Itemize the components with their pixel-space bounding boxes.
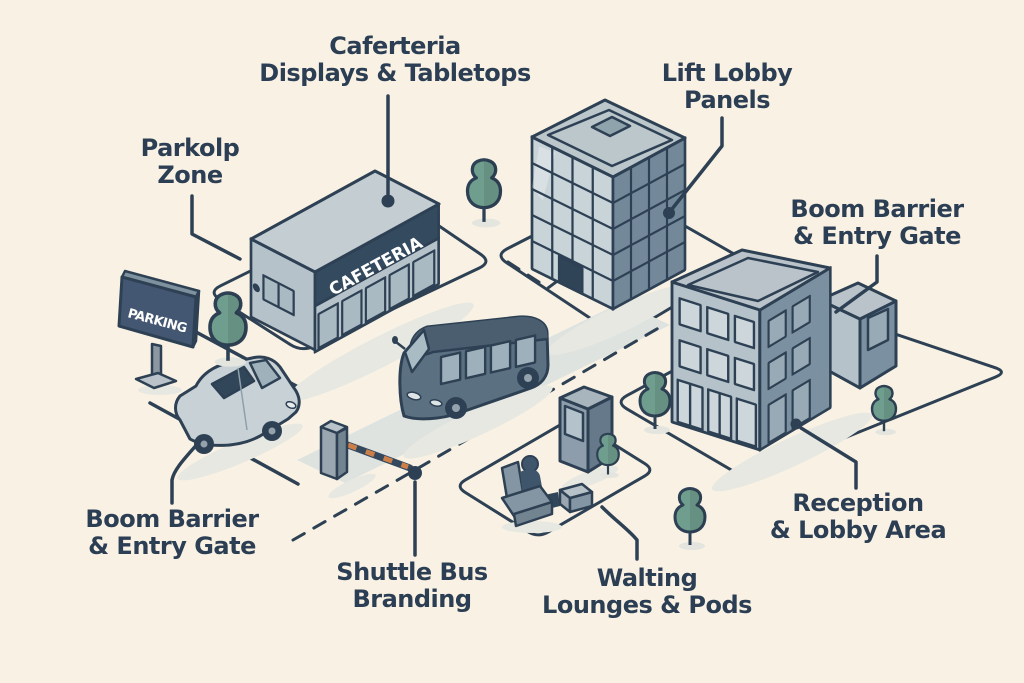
bus-windshield (403, 328, 431, 374)
car (174, 355, 301, 454)
door-handle-dot (252, 283, 260, 293)
label-line: Boom Barrier (85, 505, 259, 533)
label-line: Zone (157, 160, 223, 189)
label-line: & Entry Gate (88, 531, 256, 560)
bus-mirror (395, 341, 406, 350)
window-grid (613, 147, 685, 300)
label-line: Displays & Tabletops (259, 58, 531, 87)
tree-icon (465, 158, 503, 230)
road-dashed-line-upper (506, 250, 598, 290)
shuttle-bus (392, 315, 550, 421)
parking-sign-base (134, 371, 178, 390)
bus-roof (404, 316, 548, 356)
kiosk-screen-window (563, 404, 585, 443)
parking-sign-board (117, 275, 198, 349)
label-line: & Lobby Area (769, 515, 947, 544)
cafeteria-front-face (313, 202, 440, 354)
cafeteria-windows (317, 249, 436, 350)
tower-roof (530, 98, 687, 179)
bus-side-windows (439, 334, 537, 386)
label-line: Lounges & Pods (542, 590, 752, 619)
road-dashed-line-main (291, 324, 664, 542)
cafeteria-building: CAFETERIA (249, 169, 441, 354)
leader-lift-lobby-dot (663, 207, 675, 219)
leader-boom-barrier-right-line (834, 254, 879, 314)
label-line: Caferteria (329, 32, 461, 60)
label-reception-lobby: Reception & Lobby Area (769, 489, 947, 544)
tree-icon (870, 384, 898, 437)
label-shuttle-bus-branding: Shuttle Bus Branding (336, 558, 488, 613)
label-line: Shuttle Bus (336, 558, 488, 586)
label-line: Lift Lobby (661, 59, 793, 87)
leader-cafeteria-dot (381, 194, 395, 208)
reception-building (670, 248, 898, 452)
tower-right-face (611, 136, 687, 311)
label-boom-barrier-bottom-left: Boom Barrier & Entry Gate (85, 505, 259, 560)
leader-lift-lobby-line (670, 116, 724, 211)
leader-reception-dot (790, 418, 802, 430)
reception-roof (670, 248, 832, 312)
boom-barrier (319, 419, 414, 481)
label-lift-lobby-panels: Lift Lobby Panels (662, 60, 793, 114)
label-boom-barrier-top-right: Boom Barrier & Entry Gate (790, 195, 964, 250)
lounge-chair-with-person (500, 455, 560, 528)
leader-shuttle-bus-dot (408, 466, 422, 480)
side-table (558, 482, 594, 514)
waiting-lounge-plot (458, 419, 652, 537)
leader-waiting-lounges-line (600, 505, 639, 561)
label-line: Panels (683, 85, 771, 114)
label-line: Reception (792, 489, 924, 517)
label-line: Parkolp (140, 134, 240, 162)
label-parking-zone: Parkolp Zone (141, 135, 240, 189)
label-line: Walting (596, 564, 698, 592)
callout-leaders (170, 94, 879, 561)
reception-right-face (758, 266, 832, 452)
leader-parking-zone-line (190, 194, 242, 261)
label-line: & Entry Gate (793, 221, 961, 250)
bus-headlight (406, 391, 422, 401)
reception-windows-right (767, 294, 811, 445)
leader-boom-barrier-left-line (170, 439, 202, 505)
ground-shadows (138, 284, 872, 533)
leader-reception-line (799, 426, 858, 490)
office-tower-building (530, 98, 687, 311)
barrier-post (319, 425, 339, 481)
label-line: Boom Barrier (790, 195, 964, 223)
label-waiting-lounges-pods: Walting Lounges & Pods (542, 565, 752, 619)
car-side-window (210, 365, 256, 400)
annex-window (866, 307, 890, 352)
tree-icon (673, 487, 707, 552)
car-windshield (248, 358, 282, 390)
car-headlight (285, 400, 297, 410)
tower-left-face (530, 135, 615, 311)
tower-entrance-door (557, 254, 584, 296)
parking-sign: PARKING (117, 269, 201, 390)
label-line: Branding (352, 584, 472, 613)
label-cafeteria-displays: Caferteria Displays & Tabletops (259, 32, 531, 87)
reception-windows-left (676, 297, 758, 448)
tower-roof-skylight (590, 115, 632, 138)
window-grid (532, 146, 614, 300)
